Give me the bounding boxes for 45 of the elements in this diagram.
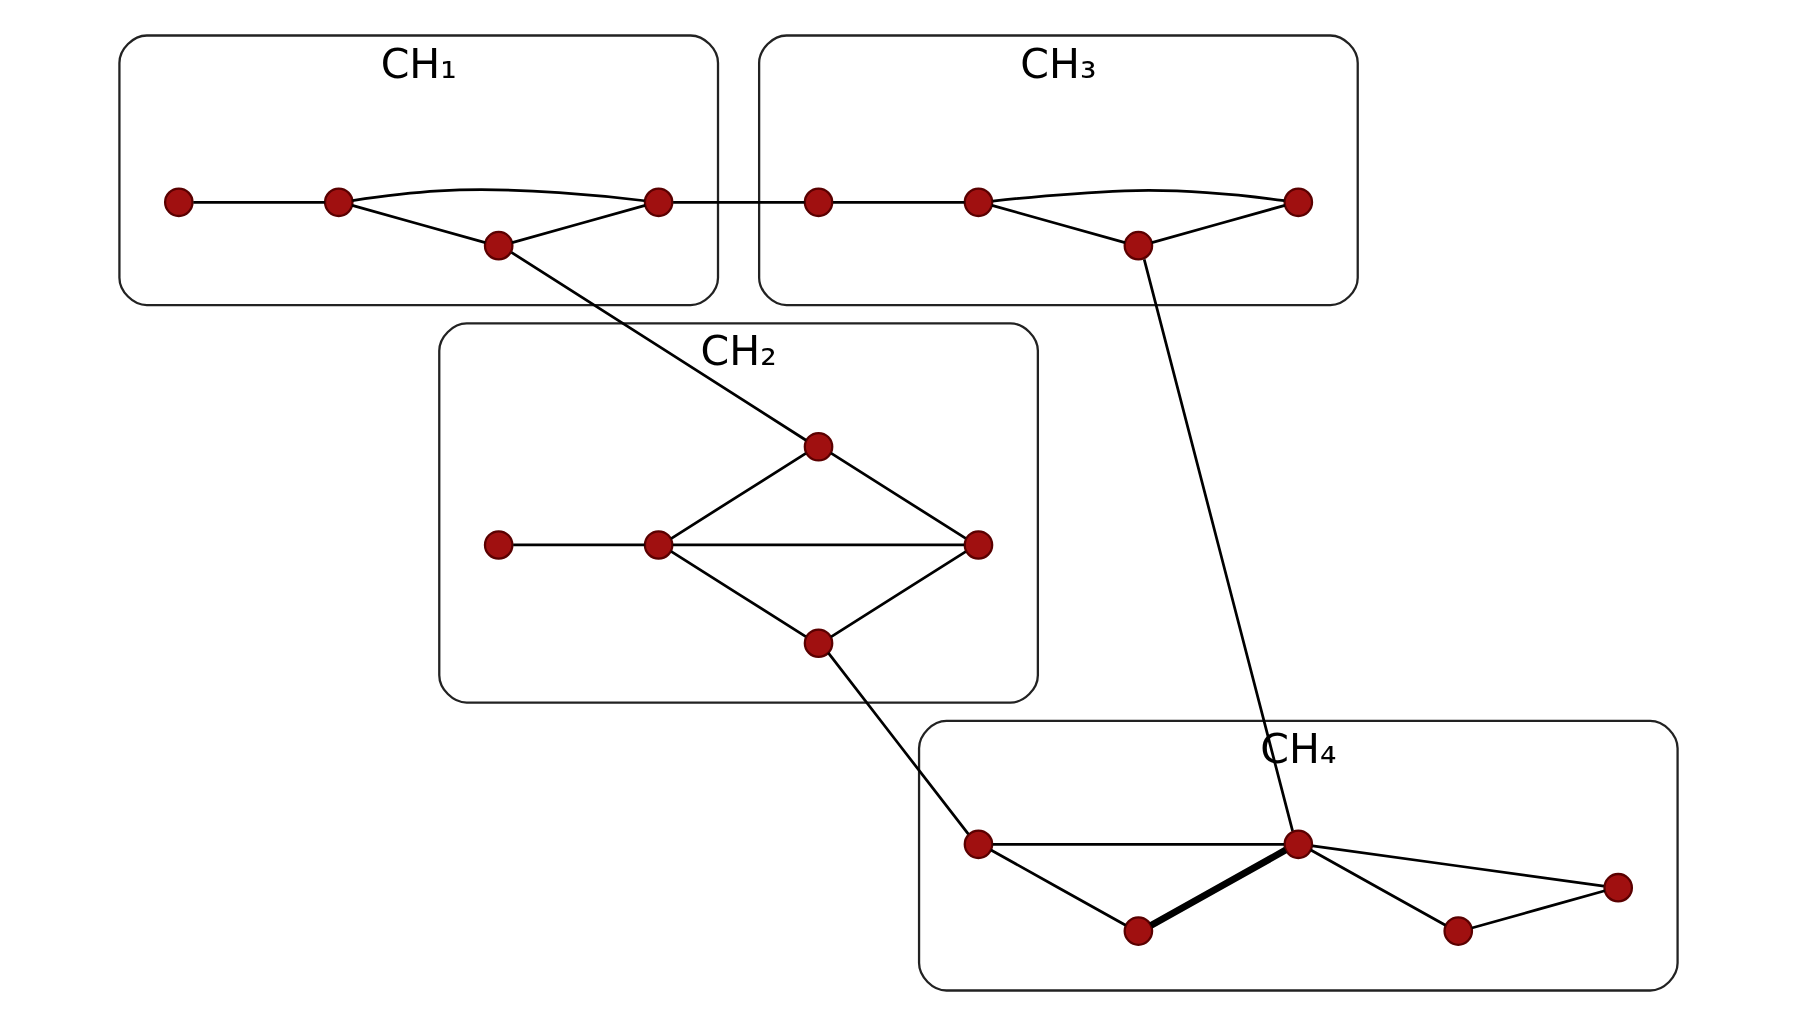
- connector: [992, 842, 1284, 846]
- connector: [672, 200, 805, 204]
- node-circle: [1123, 230, 1153, 261]
- connector: [832, 200, 964, 204]
- cluster: CH₁: [117, 34, 719, 307]
- connector: [829, 452, 966, 540]
- connector: [1309, 848, 1446, 927]
- connector: [510, 251, 807, 442]
- node-circle: [483, 530, 514, 560]
- connector: [1148, 847, 1287, 929]
- connector: [1311, 844, 1604, 888]
- connector: [991, 204, 1125, 244]
- connector: [672, 543, 964, 547]
- node-circle: [803, 431, 833, 462]
- connector: [351, 188, 645, 203]
- node-circle: [483, 230, 514, 261]
- cluster: CH₂: [437, 322, 1039, 704]
- node-circle: [803, 187, 833, 218]
- connector: [511, 204, 646, 244]
- connector: [992, 189, 1285, 203]
- node-circle: [643, 187, 673, 218]
- node-circle: [1282, 187, 1313, 218]
- node-circle: [643, 530, 673, 560]
- node-circle: [963, 530, 993, 560]
- connector: [989, 848, 1126, 927]
- node-circle: [963, 829, 993, 860]
- connector: [829, 550, 966, 638]
- cluster: CH₃: [757, 34, 1359, 307]
- connector: [669, 550, 807, 638]
- connector: [1151, 204, 1285, 244]
- node-circle: [803, 628, 833, 659]
- node-circle: [1442, 916, 1473, 946]
- connector: [669, 452, 807, 540]
- connector: [826, 652, 969, 836]
- node-circle: [1282, 829, 1313, 860]
- node-circle: [963, 187, 993, 218]
- connector: [1142, 258, 1294, 832]
- connector: [1470, 889, 1605, 930]
- node-circle: [163, 187, 194, 218]
- node-circle: [323, 187, 354, 218]
- connector: [192, 200, 325, 204]
- node-circle: [1123, 916, 1153, 946]
- connector: [351, 204, 486, 244]
- node-circle: [1602, 872, 1633, 903]
- connector: [512, 543, 645, 547]
